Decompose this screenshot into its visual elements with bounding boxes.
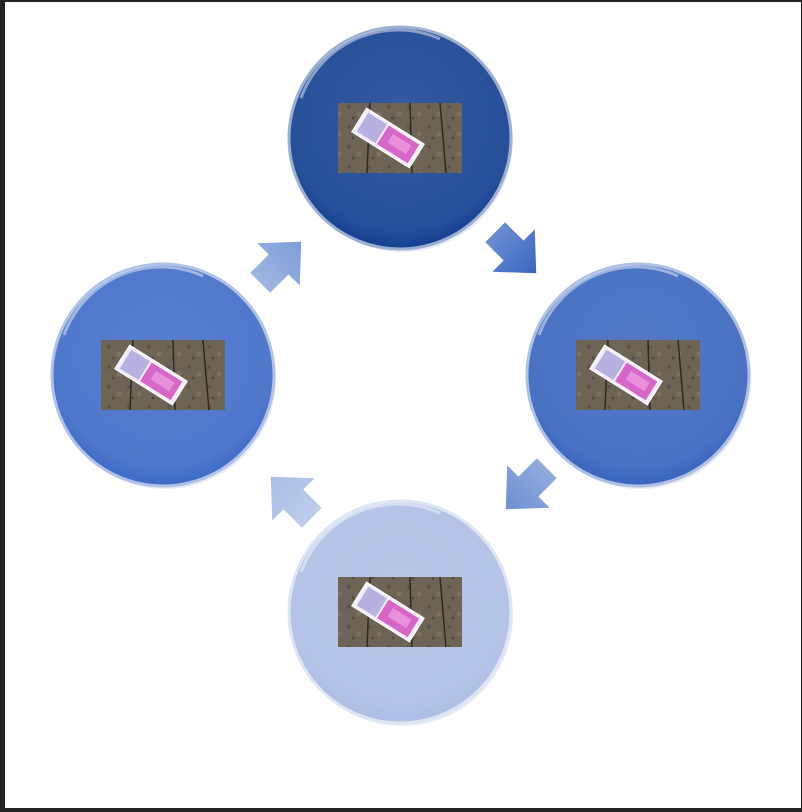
arrow-right-to-bottom [505,458,557,510]
euro-banknote-icon [351,107,425,169]
node-right [525,262,751,489]
arrow-top-to-right [485,222,537,274]
node-top [287,25,513,252]
banknote-photo [338,576,462,648]
diagram-svg [50,25,751,726]
euro-banknote-icon [114,344,188,406]
banknote-photo [101,339,225,411]
euro-banknote-icon [589,344,663,406]
node-bottom [287,499,513,726]
node-left [50,262,276,489]
banknote-photo [338,102,462,174]
euro-banknote-icon [351,581,425,643]
cycle-diagram [5,2,801,808]
arrow-left-to-top [250,241,302,293]
arrow-bottom-to-left [270,476,322,528]
banknote-photo [576,339,700,411]
